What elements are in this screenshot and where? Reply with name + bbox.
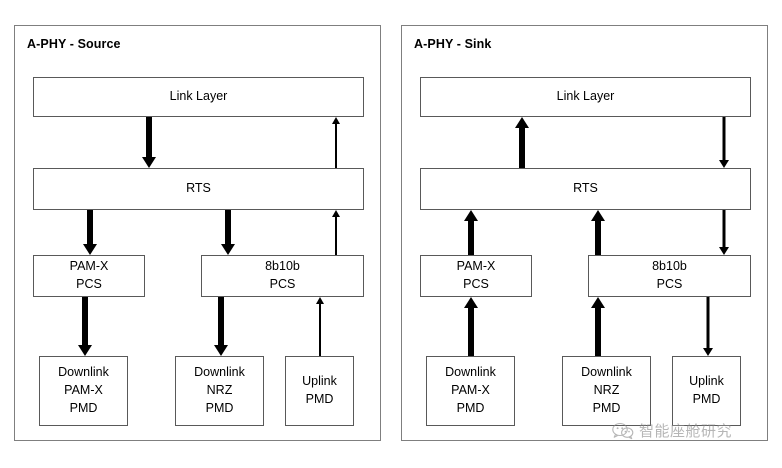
sink-8b10b-pcs-line2: PCS [656, 277, 683, 291]
source-arrow-rts-to-pam-x-pcs [82, 210, 98, 255]
source-pam-x-pcs-line1: PAM-X [69, 259, 109, 274]
source-arrow-link-layer-to-rts [141, 117, 157, 168]
watermark: 智能座舱研究 [612, 420, 732, 441]
source-uplink-pmd-box[interactable]: Uplink PMD [285, 356, 354, 426]
source-downlink-pam-x-pmd-line1: Downlink [58, 365, 109, 380]
sink-uplink-pmd-line2: PMD [692, 392, 721, 406]
sink-pam-x-pcs-box[interactable]: PAM-X PCS [420, 255, 532, 297]
sink-arrow-8b10b-pcs-to-uplink-pmd [702, 297, 714, 356]
panel-source: A-PHY - Source Link Layer RTS PAM-X PCS … [14, 25, 381, 441]
sink-arrow-link-layer-to-rts [718, 117, 730, 168]
sink-link-layer-label: Link Layer [556, 89, 615, 104]
sink-arrow-rts-to-uplink [718, 210, 730, 255]
source-downlink-nrz-pmd-line1: Downlink [194, 365, 245, 380]
sink-arrow-rts-to-link-layer [514, 117, 530, 168]
wechat-icon [612, 422, 634, 439]
source-arrow-8b10b-pcs-to-downlink-nrz-pmd [213, 297, 229, 356]
sink-uplink-pmd-line1: Uplink [689, 374, 724, 389]
source-8b10b-pcs-line2: PCS [269, 277, 296, 291]
sink-uplink-pmd-box[interactable]: Uplink PMD [672, 356, 741, 426]
sink-downlink-pam-x-pmd-line1: Downlink [445, 365, 496, 380]
source-downlink-nrz-pmd-line3: PMD [205, 400, 234, 415]
sink-rts-label: RTS [573, 181, 598, 196]
sink-8b10b-pcs-box[interactable]: 8b10b PCS [588, 255, 751, 297]
panel-sink-title: A-PHY - Sink [414, 37, 492, 51]
source-uplink-pmd-line2: PMD [305, 392, 334, 406]
panel-source-title: A-PHY - Source [27, 37, 121, 51]
source-pam-x-pcs-box[interactable]: PAM-X PCS [33, 255, 145, 297]
source-rts-label: RTS [186, 181, 211, 196]
sink-pam-x-pcs-line2: PCS [463, 277, 489, 291]
source-link-layer-label: Link Layer [169, 89, 228, 104]
sink-downlink-pam-x-pmd-line2: PAM-X [451, 383, 490, 398]
sink-arrow-downlink-nrz-pmd-to-8b10b-pcs [590, 297, 606, 356]
source-arrow-uplink-pmd-to-8b10b-pcs [315, 297, 325, 356]
source-downlink-nrz-pmd-line2: NRZ [206, 383, 233, 398]
source-link-layer-box[interactable]: Link Layer [33, 77, 364, 117]
sink-downlink-nrz-pmd-box[interactable]: Downlink NRZ PMD [562, 356, 651, 426]
panel-sink: A-PHY - Sink Link Layer RTS PAM-X PCS 8b… [401, 25, 768, 441]
sink-pam-x-pcs-line1: PAM-X [456, 259, 496, 274]
source-arrow-pam-x-pcs-to-downlink-pam-x-pmd [77, 297, 93, 356]
sink-downlink-nrz-pmd-line2: NRZ [593, 383, 620, 398]
sink-downlink-nrz-pmd-line3: PMD [592, 400, 621, 415]
source-arrow-uplink-to-rts [331, 210, 341, 255]
sink-rts-box[interactable]: RTS [420, 168, 751, 210]
watermark-text: 智能座舱研究 [639, 422, 733, 440]
source-arrow-rts-to-link-layer [331, 117, 341, 168]
sink-downlink-pam-x-pmd-box[interactable]: Downlink PAM-X PMD [426, 356, 515, 426]
sink-downlink-pam-x-pmd-line3: PMD [456, 400, 485, 415]
sink-arrow-8b10b-pcs-to-rts [590, 210, 606, 255]
source-downlink-pam-x-pmd-line3: PMD [69, 400, 98, 415]
source-downlink-nrz-pmd-box[interactable]: Downlink NRZ PMD [175, 356, 264, 426]
source-pam-x-pcs-line2: PCS [76, 277, 102, 291]
source-downlink-pam-x-pmd-line2: PAM-X [64, 383, 103, 398]
source-8b10b-pcs-line1: 8b10b [265, 259, 300, 274]
sink-downlink-nrz-pmd-line1: Downlink [581, 365, 632, 380]
sink-arrow-downlink-pam-x-pmd-to-pam-x-pcs [463, 297, 479, 356]
sink-8b10b-pcs-line1: 8b10b [652, 259, 687, 274]
source-downlink-pam-x-pmd-box[interactable]: Downlink PAM-X PMD [39, 356, 128, 426]
source-arrow-rts-to-8b10b-pcs [220, 210, 236, 255]
source-rts-box[interactable]: RTS [33, 168, 364, 210]
source-8b10b-pcs-box[interactable]: 8b10b PCS [201, 255, 364, 297]
sink-arrow-pam-x-pcs-to-rts [463, 210, 479, 255]
sink-link-layer-box[interactable]: Link Layer [420, 77, 751, 117]
source-uplink-pmd-line1: Uplink [302, 374, 337, 389]
